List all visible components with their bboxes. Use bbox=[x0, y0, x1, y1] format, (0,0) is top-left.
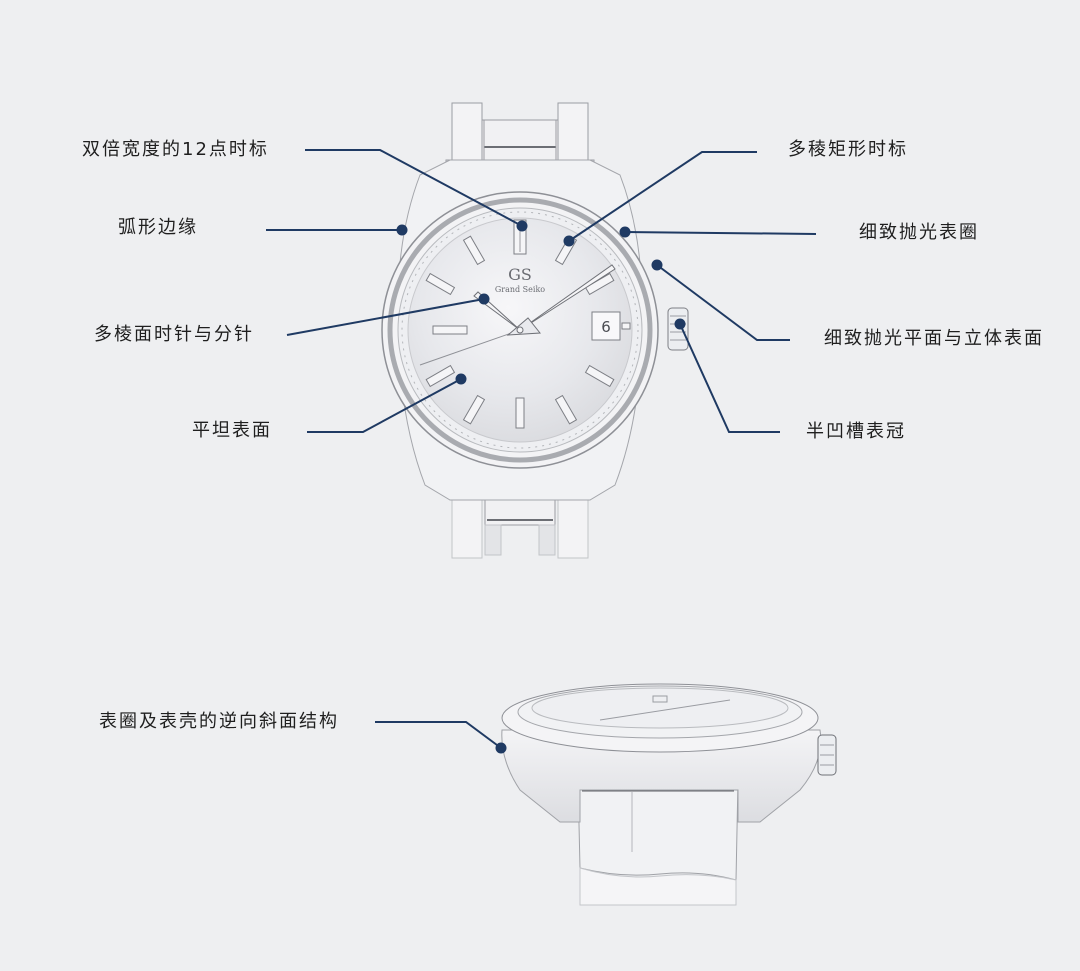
leader-line-crown bbox=[679, 323, 780, 433]
dot-rect-marker bbox=[563, 235, 575, 247]
hour-markers bbox=[425, 219, 615, 429]
label-double-width-12-marker: 双倍宽度的12点时标 bbox=[82, 139, 269, 160]
label-reverse-bevel-structure: 表圈及表壳的逆向斜面结构 bbox=[99, 711, 339, 732]
leader-line-hands bbox=[286, 298, 485, 336]
label-half-groove-crown: 半凹槽表冠 bbox=[806, 421, 906, 442]
label-polished-flat-and-3d-surface: 细致抛光平面与立体表面 bbox=[824, 328, 1044, 349]
leader-lines bbox=[266, 149, 817, 749]
leader-line-12-marker bbox=[305, 149, 523, 227]
label-flat-dial: 平坦表面 bbox=[192, 420, 272, 441]
label-polished-bezel: 细致抛光表圈 bbox=[859, 222, 979, 243]
label-multi-facet-hands: 多棱面时针与分针 bbox=[94, 324, 254, 345]
leader-line-flat-dial bbox=[307, 378, 462, 433]
dot-hands bbox=[478, 293, 490, 305]
front-watch bbox=[381, 102, 689, 559]
dot-curved-edge bbox=[396, 224, 408, 236]
label-curved-edge: 弧形边缘 bbox=[118, 217, 198, 238]
leader-line-polished-surface bbox=[656, 264, 790, 341]
leader-line-reverse-bevel bbox=[375, 721, 502, 749]
leader-line-rect-marker bbox=[568, 151, 757, 242]
gs-logo: GS bbox=[508, 265, 532, 284]
dot-reverse-bevel bbox=[495, 742, 507, 754]
dot-crown bbox=[674, 318, 686, 330]
dot-12-marker bbox=[516, 220, 528, 232]
dot-bezel bbox=[619, 226, 631, 238]
leader-line-bezel bbox=[624, 231, 817, 235]
date-number: 6 bbox=[601, 318, 611, 336]
dot-flat-dial bbox=[455, 373, 467, 385]
side-watch bbox=[501, 683, 837, 906]
dot-polished-surface bbox=[651, 259, 663, 271]
date-window bbox=[591, 311, 631, 341]
brand-name: Grand Seiko bbox=[495, 285, 545, 294]
leader-dots bbox=[396, 220, 686, 754]
label-multi-facet-rect-marker: 多稜矩形时标 bbox=[788, 139, 908, 160]
